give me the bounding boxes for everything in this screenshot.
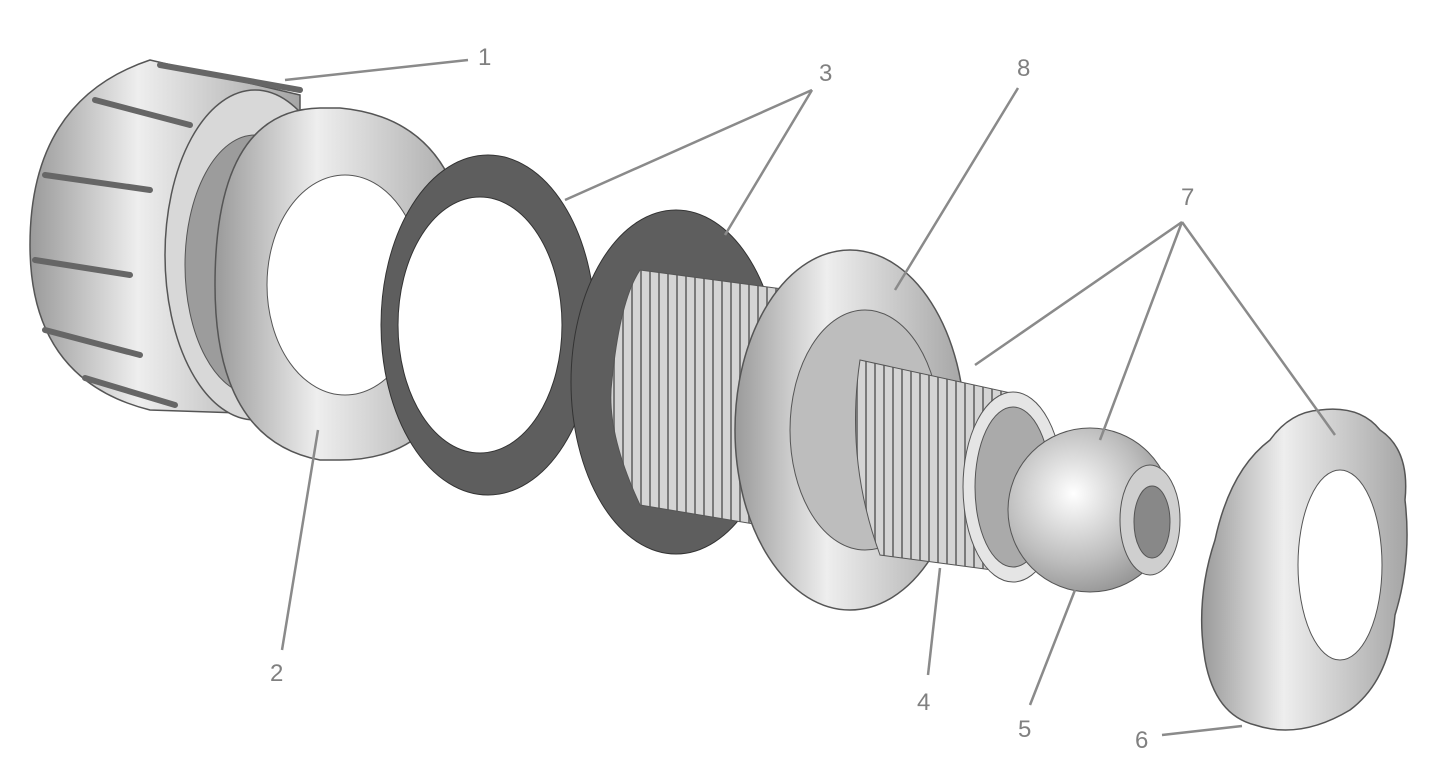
part-5-ball [1007,427,1181,593]
callout-3: 3 [819,60,833,87]
callout-6: 6 [1135,727,1149,754]
callout-5: 5 [1018,716,1032,743]
leader-8 [893,87,1020,291]
leader-7c [1180,221,1337,436]
leader-3b [723,89,814,236]
leader-4 [926,567,942,676]
callout-7: 7 [1181,184,1195,211]
leader-2 [280,429,320,651]
leader-lines [280,58,1337,737]
leader-6 [1161,724,1243,737]
leader-7a [974,220,1183,367]
callout-4: 4 [917,689,931,716]
callout-8: 8 [1017,55,1031,82]
leader-5 [1028,589,1077,706]
part-6-lock-nut [1200,408,1408,731]
leader-1 [284,58,469,82]
leader-7b [1098,221,1184,441]
leader-3a [564,88,813,202]
part-3-gasket-a [380,154,596,496]
callout-2: 2 [270,660,284,687]
callout-1: 1 [478,44,492,71]
